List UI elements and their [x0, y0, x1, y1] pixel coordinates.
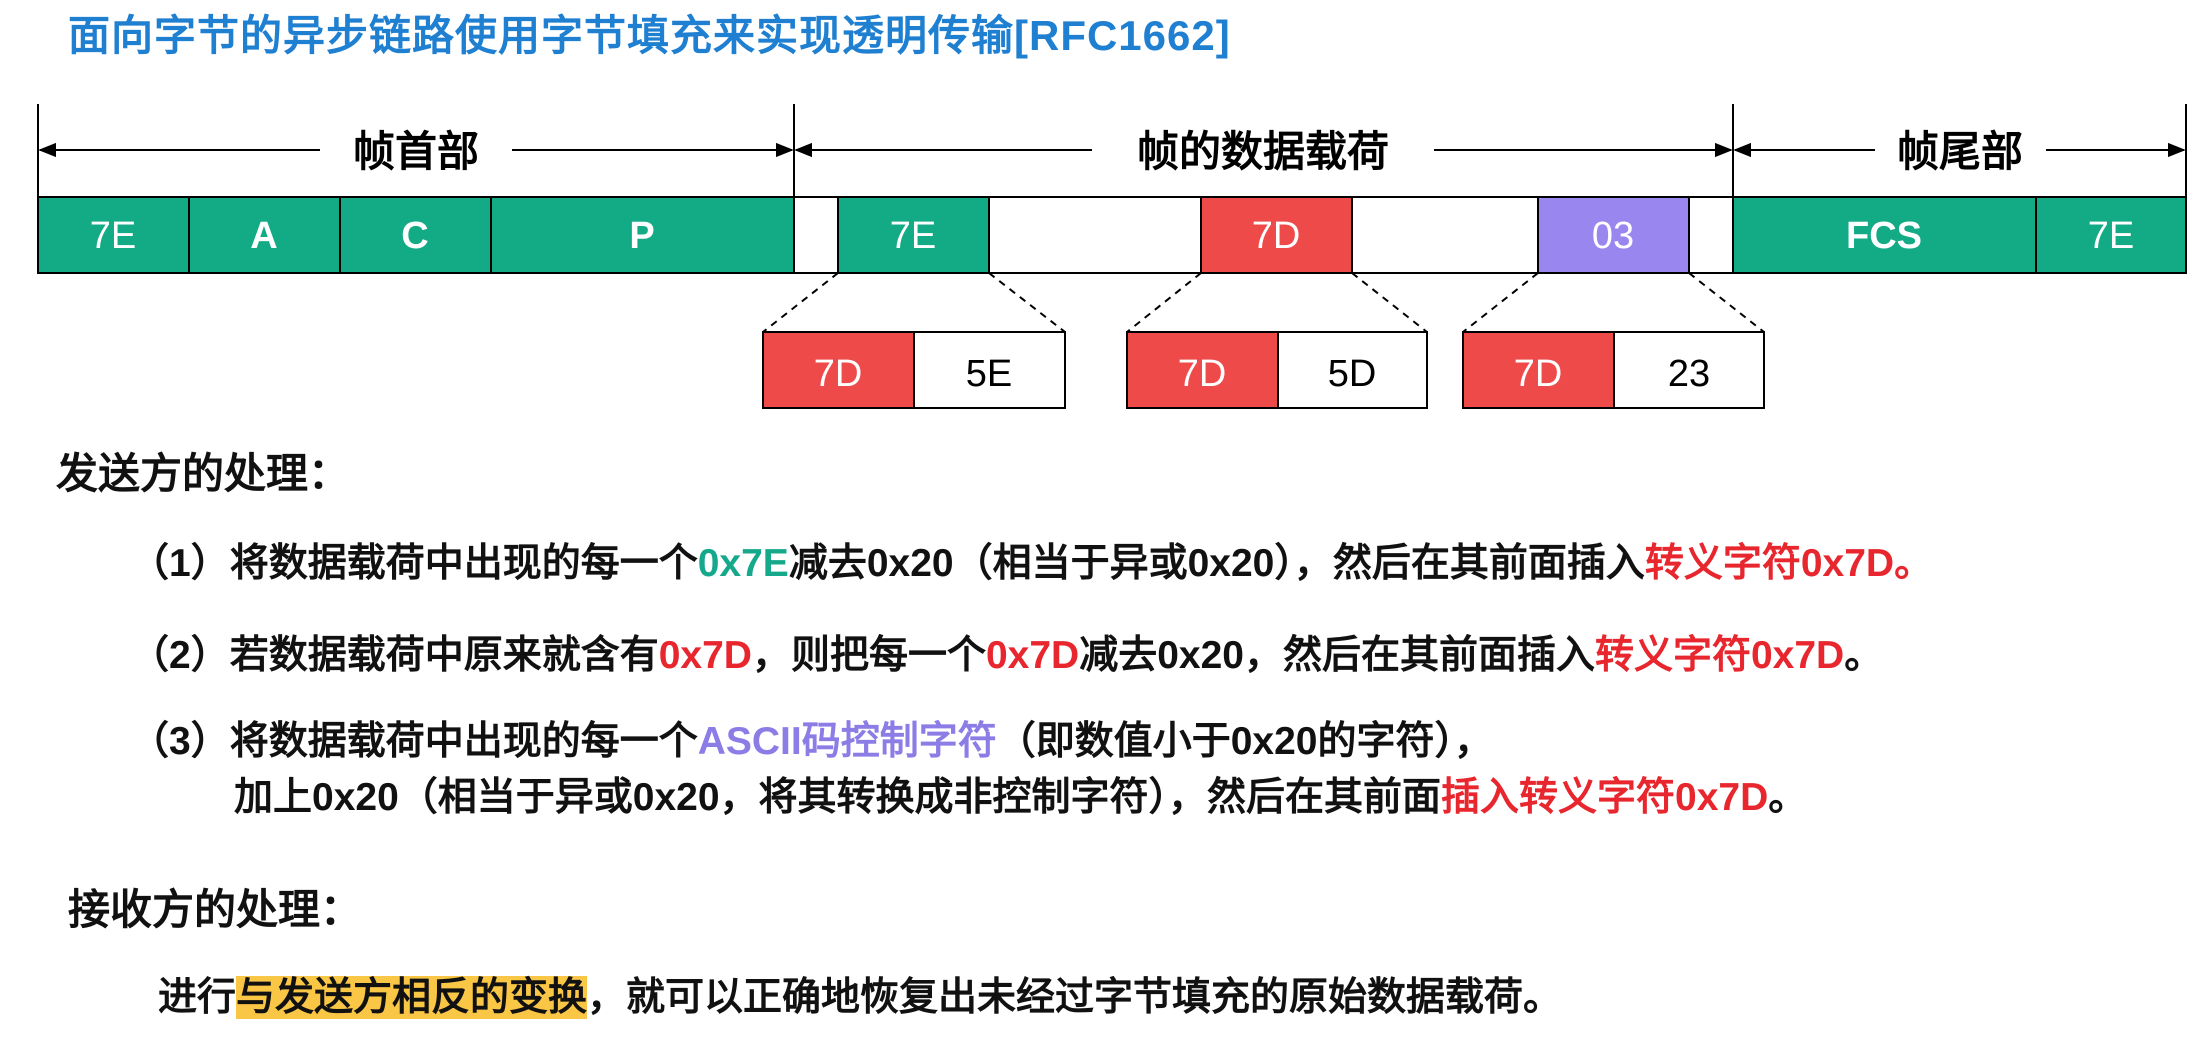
rule-text: 将数据载荷中出现的每一个: [229, 542, 698, 585]
sender-rule-3: （3）将数据载荷中出现的每一个ASCII码控制字符（即数值小于0x20的字符），: [130, 710, 1493, 766]
highlight-inverse-transform: 与发送方相反的变换: [236, 976, 588, 1019]
rule-text: 。: [1844, 634, 1884, 677]
payload-byte-03-label: 03: [1592, 215, 1634, 257]
escape-char-1-label: 7D: [814, 353, 863, 395]
rule-text: ，则把每一个: [751, 634, 986, 677]
highlight-ascii-control: ASCII码控制字符: [697, 720, 997, 763]
field-protocol-label: P: [629, 215, 654, 257]
payload-byte-7d-label: 7D: [1252, 215, 1301, 257]
field-flag-start-label: 7E: [90, 215, 136, 257]
expansion-line: [1351, 272, 1428, 333]
escape-char-1: [762, 331, 915, 409]
rule-text: 将数据载荷中出现的每一个: [229, 720, 698, 763]
highlight-escape-char: 插入转义字符0x7D: [1441, 776, 1769, 819]
rule-text: 进行: [158, 976, 237, 1019]
field-flag-end: [2035, 196, 2187, 274]
escaped-value-3: [1613, 331, 1765, 409]
field-control: [339, 196, 492, 274]
payload-byte-7e-label: 7E: [890, 215, 936, 257]
sender-rule-2: （2）若数据载荷中原来就含有0x7D，则把每一个0x7D减去0x20，然后在其前…: [130, 624, 1883, 680]
highlight-escape-char: 转义字符0x7D。: [1644, 542, 1934, 585]
receiver-heading: 接收方的处理：: [68, 886, 363, 933]
receiver-rule: 进行与发送方相反的变换，就可以正确地恢复出未经过字节填充的原始数据载荷。: [158, 966, 1562, 1022]
expansion-line: [1688, 272, 1765, 333]
payload-byte-7d: [1200, 196, 1353, 274]
rule-number: （3）: [130, 720, 230, 763]
payload-byte-03: [1537, 196, 1690, 274]
escaped-value-2-label: 5D: [1328, 353, 1377, 395]
field-fcs: [1732, 196, 2037, 274]
highlight-0x7e: 0x7E: [697, 542, 789, 585]
field-address-label: A: [250, 215, 277, 257]
highlight-0x7d: 0x7D: [658, 634, 752, 677]
rule-text: 减去0x20，然后在其前面插入: [1079, 634, 1595, 677]
expansion-line: [1126, 272, 1202, 333]
escape-char-3-label: 7D: [1514, 353, 1563, 395]
escape-char-2: [1126, 331, 1279, 409]
sender-rule-1: （1）将数据载荷中出现的每一个0x7E减去0x20（相当于异或0x20），然后在…: [130, 532, 1933, 588]
expansion-line: [988, 272, 1066, 333]
rule-text: （即数值小于0x20的字符），: [996, 720, 1493, 763]
sender-heading: 发送方的处理：: [56, 450, 351, 497]
slide-title: 面向字节的异步链路使用字节填充来实现透明传输[RFC1662]: [68, 12, 1231, 59]
rule-text: 若数据载荷中原来就含有: [229, 634, 659, 677]
highlight-0x7d: 0x7D: [985, 634, 1080, 677]
expansion-line: [762, 272, 839, 333]
field-protocol: [490, 196, 795, 274]
rule-text: 。: [1768, 776, 1808, 819]
escaped-value-2: [1277, 331, 1428, 409]
trailer-label: 帧尾部: [1897, 128, 2023, 175]
expansion-line: [1462, 272, 1539, 333]
escape-char-3: [1462, 331, 1615, 409]
sender-rule-3-continued: 加上0x20（相当于异或0x20，将其转换成非控制字符），然后在其前面插入转义字…: [234, 766, 1807, 822]
escape-char-2-label: 7D: [1178, 353, 1227, 395]
escaped-value-3-label: 23: [1668, 353, 1710, 395]
rule-text: 减去0x20（相当于异或0x20），然后在其前面插入: [788, 542, 1645, 585]
field-flag-end-label: 7E: [2088, 215, 2134, 257]
field-address: [188, 196, 341, 274]
field-control-label: C: [401, 215, 428, 257]
rule-text: 加上0x20（相当于异或0x20，将其转换成非控制字符），然后在其前面: [234, 776, 1442, 819]
escaped-value-1: [913, 331, 1066, 409]
frame-diagram: 帧首部 帧的数据载荷 帧尾部 7E A C P 7E 7D 03 FCS 7E …: [37, 104, 2187, 409]
highlight-escape-char: 转义字符0x7D: [1594, 634, 1845, 677]
payload-label: 帧的数据载荷: [1137, 128, 1389, 175]
rule-number: （1）: [130, 542, 230, 585]
escaped-value-1-label: 5E: [966, 353, 1012, 395]
field-flag-start: [37, 196, 190, 274]
payload-byte-7e: [837, 196, 990, 274]
rule-text: ，就可以正确地恢复出未经过字节填充的原始数据载荷。: [587, 976, 1563, 1019]
rule-number: （2）: [130, 634, 230, 677]
field-fcs-label: FCS: [1846, 215, 1922, 257]
header-label: 帧首部: [353, 128, 479, 175]
